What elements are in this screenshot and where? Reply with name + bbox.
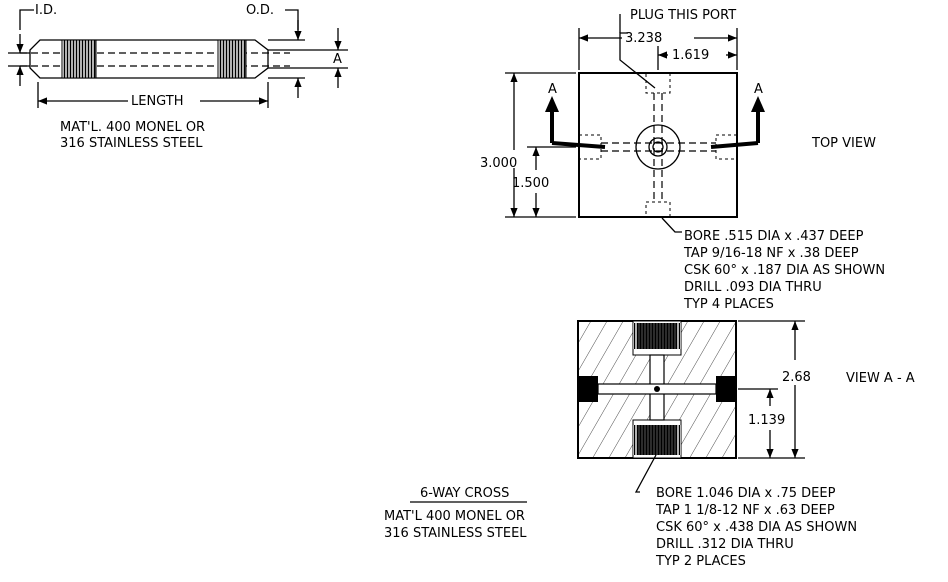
plug-label: PLUG THIS PORT	[630, 8, 736, 23]
plug-leader	[619, 32, 656, 89]
tube-thread-left	[61, 39, 97, 79]
top-note-line: DRILL .093 DIA THRU	[684, 280, 822, 295]
section-note-line: TYP 2 PLACES	[655, 554, 746, 569]
cross-material-line2: 316 STAINLESS STEEL	[384, 526, 527, 541]
top-note-line: CSK 60° x .187 DIA AS SHOWN	[684, 263, 885, 278]
section-view-drawing: 2.68 1.139 VIEW A - A BORE 1.046 DIA x .…	[577, 320, 915, 569]
od-label: O.D.	[246, 3, 274, 18]
top-note-line: TYP 4 PLACES	[683, 297, 774, 312]
section-note-leader	[634, 454, 657, 493]
top-height-dim: 3.000	[480, 156, 517, 171]
top-view-notes: BORE .515 DIA x .437 DEEP TAP 9/16-18 NF…	[683, 229, 885, 312]
section-note-line: BORE 1.046 DIA x .75 DEEP	[656, 486, 836, 501]
section-mark-right: A	[754, 82, 763, 97]
left-port	[578, 376, 598, 402]
center-bore	[648, 137, 668, 157]
od-leader	[285, 9, 299, 30]
tube-drawing: I.D. O.D. A LENGTH MAT'L. 400 MONEL OR 3…	[8, 3, 348, 151]
tube-material-line2: 316 STAINLESS STEEL	[60, 136, 203, 151]
length-label: LENGTH	[131, 94, 184, 109]
cross-material-line1: MAT'L 400 MONEL OR	[384, 509, 525, 524]
id-leader	[19, 9, 34, 30]
top-note-line: BORE .515 DIA x .437 DEEP	[684, 229, 864, 244]
section-note-line: CSK 60° x .438 DIA AS SHOWN	[656, 520, 857, 535]
section-view-label: VIEW A - A	[846, 371, 915, 386]
section-mark-left: A	[548, 82, 557, 97]
section-note-line: TAP 1 1/8-12 NF x .63 DEEP	[655, 503, 835, 518]
center-boss	[635, 124, 681, 170]
top-width-dim: 3.238	[625, 31, 662, 46]
section-half-dim: 1.139	[748, 413, 785, 428]
port-top	[645, 72, 671, 94]
section-note-line: DRILL .312 DIA THRU	[656, 537, 794, 552]
tube-thread-right	[217, 39, 247, 79]
tube-outline	[29, 39, 269, 79]
cross-caption: 6-WAY CROSS MAT'L 400 MONEL OR 316 STAIN…	[384, 486, 527, 541]
top-half-height-dim: 1.500	[512, 176, 549, 191]
top-half-width-dim: 1.619	[672, 48, 709, 63]
port-bottom	[645, 201, 671, 218]
section-height-dim: 2.68	[782, 370, 811, 385]
top-view-label: TOP VIEW	[811, 136, 876, 151]
tube-material-line1: MAT'L. 400 MONEL OR	[60, 120, 205, 135]
top-view-drawing: PLUG THIS PORT 3.238 1.619 3.000 1.500	[480, 8, 885, 312]
top-note-leader	[661, 217, 682, 233]
a-label: A	[333, 52, 342, 67]
top-note-line: TAP 9/16-18 NF x .38 DEEP	[683, 246, 859, 261]
right-port	[716, 376, 736, 402]
section-view-notes: BORE 1.046 DIA x .75 DEEP TAP 1 1/8-12 N…	[655, 486, 857, 569]
cross-title: 6-WAY CROSS	[420, 486, 509, 501]
id-label: I.D.	[35, 3, 57, 18]
